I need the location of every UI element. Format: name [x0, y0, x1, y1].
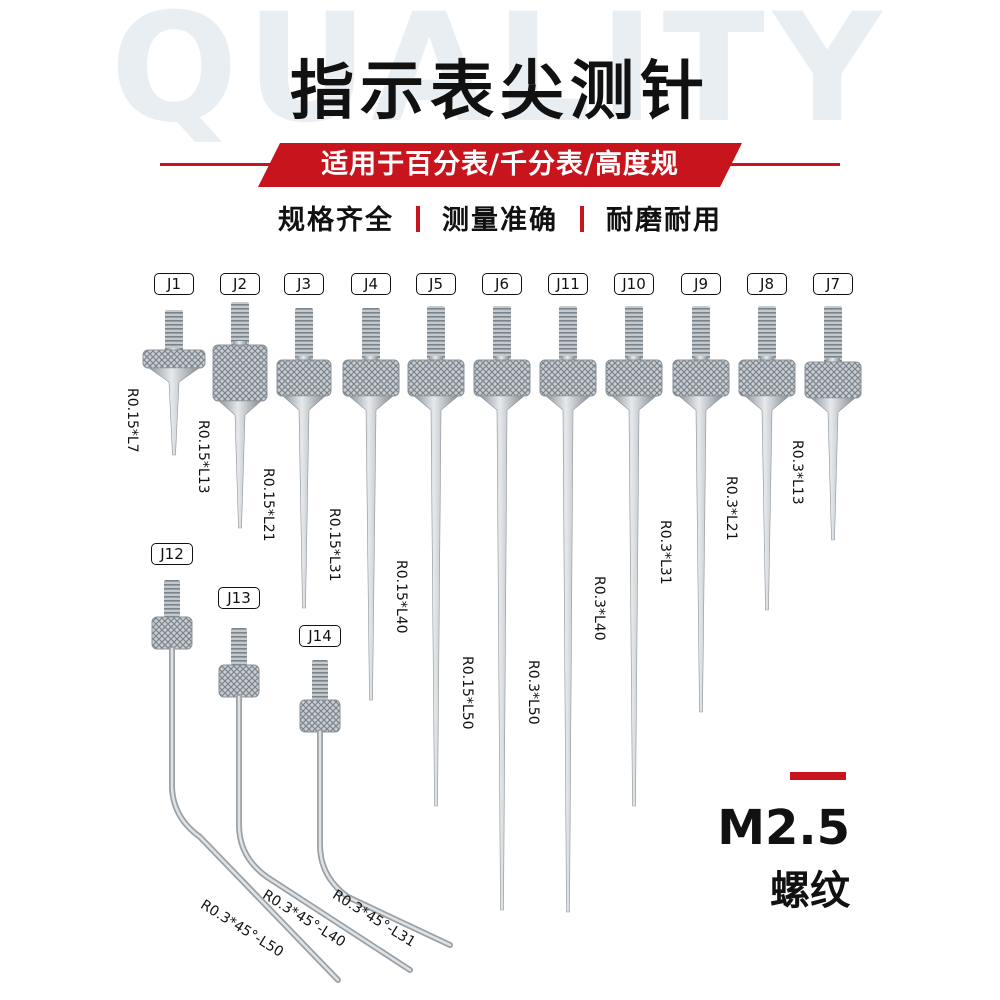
probe-j1 [142, 310, 206, 456]
knurled-head [212, 344, 268, 402]
probe-id-label: J14 [299, 625, 341, 647]
knurled-head [738, 359, 796, 397]
probe-j13 [218, 628, 413, 973]
thread [625, 306, 643, 360]
probe-id-label: J2 [220, 273, 260, 295]
probe-spec-label: R0.15*L7 [124, 388, 140, 453]
probe-id-label: J4 [351, 273, 391, 295]
knurled-head [342, 359, 400, 397]
needle [744, 395, 790, 611]
needle [810, 397, 856, 541]
thread [312, 660, 328, 700]
banner-background [258, 143, 742, 187]
probe-j10 [605, 306, 663, 807]
probe-j9 [672, 306, 730, 713]
thread [164, 580, 180, 617]
probe-id-label: J7 [813, 273, 853, 295]
probe-spec-label: R0.3*L31 [657, 520, 673, 585]
probe-spec-label: R0.15*L50 [459, 656, 475, 730]
watermark-text: QUALITY [110, 0, 890, 156]
needle [678, 395, 724, 713]
needle [348, 395, 394, 701]
knurled-head [218, 664, 260, 698]
probe-j2 [212, 302, 268, 529]
knurled-head [605, 359, 663, 397]
banner-line-left [160, 163, 270, 166]
probe-id-label: J9 [681, 273, 721, 295]
needle [282, 395, 326, 609]
probe-spec-label: R0.3*L40 [591, 576, 607, 641]
thread [493, 306, 511, 360]
needle [545, 395, 591, 913]
probe-j5 [407, 306, 465, 807]
probe-spec-label: R0.3*L50 [525, 660, 541, 725]
knurled-head [407, 359, 465, 397]
probe-id-label: J1 [154, 273, 194, 295]
banner-line-right [730, 163, 840, 166]
thread [758, 306, 776, 360]
probe-id-label: J5 [416, 273, 456, 295]
feature-separator [580, 206, 584, 232]
probe-spec-label: R0.3*L21 [723, 476, 739, 541]
feature-separator [416, 206, 420, 232]
thread [824, 306, 842, 362]
needle [479, 395, 525, 911]
probe-spec-label: R0.15*L40 [393, 560, 409, 634]
probe-spec-label: R0.15*L21 [260, 468, 276, 542]
needle [611, 395, 657, 807]
probe-j6 [473, 306, 531, 911]
knurled-head [299, 699, 341, 733]
thread [231, 302, 249, 345]
thread-label: 螺纹 [770, 868, 850, 914]
probe-spec-label: R0.15*L31 [326, 508, 342, 582]
needle [148, 367, 200, 456]
thread [427, 306, 445, 360]
knurled-head [473, 359, 531, 397]
feature-row: 规格齐全 测量准确 耐磨耐用 [0, 198, 1000, 237]
knurled-head [672, 359, 730, 397]
knurled-head [539, 359, 597, 397]
probe-j8 [738, 306, 796, 611]
thread [295, 308, 313, 360]
thread [165, 310, 183, 352]
probe-id-label: J13 [218, 587, 260, 609]
feature-complete-specs: 规格齐全 [278, 205, 394, 236]
probe-j14 [299, 660, 453, 948]
bent-needle [237, 695, 412, 972]
feature-durable: 耐磨耐用 [606, 205, 722, 236]
bent-needle [170, 647, 340, 982]
probe-spec-label: R0.3*L13 [789, 440, 805, 505]
thread [362, 308, 380, 360]
feature-accurate: 测量准确 [442, 205, 558, 236]
probe-id-label: J11 [548, 273, 588, 295]
needle [413, 395, 459, 807]
thread [692, 306, 710, 360]
needle [218, 400, 262, 529]
page-title: 指示表尖测针 [290, 55, 710, 129]
thread-size: M2.5 [717, 800, 850, 856]
knurled-head [804, 361, 862, 399]
bent-needle [318, 730, 452, 947]
knurled-head [151, 616, 193, 650]
knurled-head [142, 349, 206, 369]
probe-j3 [276, 308, 332, 609]
thread [559, 306, 577, 360]
probe-id-label: J8 [747, 273, 787, 295]
probe-id-label: J12 [151, 543, 193, 565]
thread-accent-bar [790, 772, 846, 780]
probe-id-label: J6 [482, 273, 522, 295]
knurled-head [276, 359, 332, 397]
applicability-banner: 适用于百分表/千分表/高度规 [321, 149, 679, 180]
probe-id-label: J10 [614, 273, 654, 295]
probe-j11 [539, 306, 597, 913]
thread [231, 628, 247, 665]
probe-id-label: J3 [284, 273, 324, 295]
probe-j7 [804, 306, 862, 541]
probe-j4 [342, 308, 400, 701]
probe-j12 [151, 580, 341, 983]
probe-spec-label: R0.15*L13 [195, 420, 211, 494]
